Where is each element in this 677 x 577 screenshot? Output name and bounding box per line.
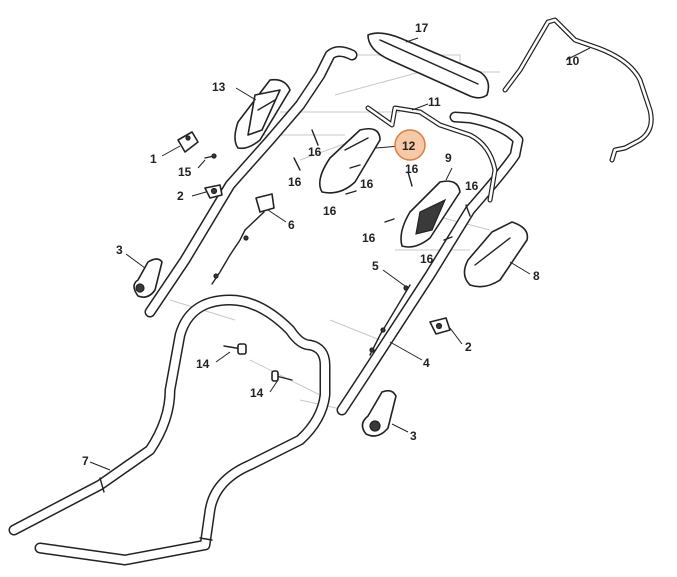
callout-2-lower: 2 <box>465 340 472 354</box>
part-5-throttle-cable <box>369 284 411 356</box>
callout-7: 7 <box>82 454 89 468</box>
callout-16-f: 16 <box>323 204 337 218</box>
callout-16-b: 16 <box>405 162 419 176</box>
callout-11: 11 <box>428 95 441 109</box>
callout-4: 4 <box>423 356 430 370</box>
callout-16-g: 16 <box>362 231 376 245</box>
callout-16-a: 16 <box>308 145 322 159</box>
callout-16-e: 16 <box>465 179 479 193</box>
callout-8: 8 <box>533 269 540 283</box>
callout-1: 1 <box>150 152 157 166</box>
part-7-lower-handle-frame <box>8 294 331 566</box>
callout-16-h: 16 <box>420 252 434 266</box>
part-2-cable-clip-upper <box>204 184 223 199</box>
callout-14-upper: 14 <box>196 357 210 371</box>
callout-labels: 17 10 13 11 12 16 9 1 16 15 16 16 16 2 1… <box>82 21 580 468</box>
callout-14-lower: 14 <box>250 386 264 400</box>
part-12-center-cover <box>319 127 381 194</box>
part-left-handle-tube <box>144 46 358 318</box>
callout-17: 17 <box>415 21 429 35</box>
part-6-switch-cable <box>211 193 275 285</box>
callout-3-upper: 3 <box>116 243 123 257</box>
part-3-quick-release-lower <box>361 389 397 437</box>
part-2-cable-clip-lower <box>429 317 451 335</box>
callout-10: 10 <box>566 54 580 68</box>
leader-lines <box>89 37 591 471</box>
callout-3-lower: 3 <box>410 429 417 443</box>
part-10-upper-bail <box>502 17 654 163</box>
callout-16-d: 16 <box>360 177 374 191</box>
part-1-clip <box>177 131 199 153</box>
callout-15: 15 <box>178 165 192 179</box>
part-8-cable-cover <box>463 221 529 288</box>
part-4-right-handle-tube <box>336 111 524 416</box>
part-13-left-cover <box>234 78 291 150</box>
part-14-bolt-lower <box>271 370 293 382</box>
callout-6: 6 <box>288 218 295 232</box>
callout-13: 13 <box>212 80 226 94</box>
part-3-quick-release-upper <box>133 258 163 298</box>
callout-16-c: 16 <box>288 175 302 189</box>
part-17-top-grip <box>367 32 490 99</box>
callout-12-highlight-circle <box>394 129 426 161</box>
part-9-right-cover <box>400 180 461 248</box>
callout-12: 12 <box>402 139 416 153</box>
callout-2-upper: 2 <box>177 189 184 203</box>
part-15-screw <box>204 153 217 159</box>
callout-9: 9 <box>445 151 452 165</box>
part-14-bolt-upper <box>223 343 247 355</box>
part-16-screws <box>293 129 471 241</box>
part-11-wire-bail <box>365 105 498 203</box>
callout-5: 5 <box>372 259 379 273</box>
